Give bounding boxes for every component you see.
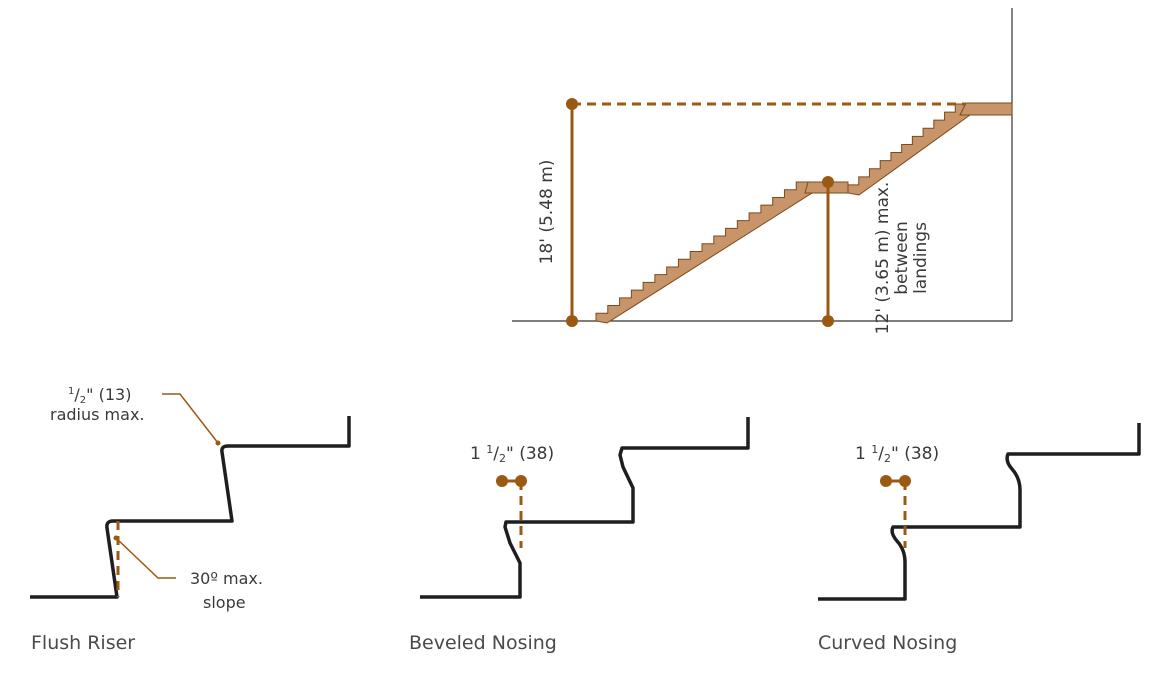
slope-leader-line: [115, 537, 176, 579]
top-landing: [959, 102, 1013, 116]
radius-fraction-slash: /: [74, 385, 80, 404]
curved-nosing-profile: [818, 423, 1141, 601]
beveled-nosing-detail: 1 1/2" (38) Beveled Nosing: [409, 417, 750, 654]
beveled-nosing-profile: [420, 417, 750, 599]
flush-riser-detail: 1/2" (13) radius max. 30º max. slope Flu…: [30, 385, 351, 654]
landing-height-label-line2: between: [892, 221, 912, 295]
landing-height-label-line3: landings: [911, 222, 931, 294]
beveled-dim-slash: /: [493, 444, 499, 464]
radius-leader-line: [162, 393, 219, 444]
slope-leader-dot: [113, 535, 119, 541]
flush-riser-profile: [30, 416, 351, 599]
total-height-bottom-dot: [566, 315, 578, 327]
curved-dim-dot-right: [899, 475, 911, 487]
beveled-dim-rest: " (38): [506, 444, 554, 464]
curved-dim-slash: /: [878, 444, 884, 464]
curved-dim-num: 1: [871, 443, 878, 456]
beveled-dim-label: 1 1/2" (38): [470, 443, 554, 465]
stair-elevation: 18' (5.48 m) 12' (3.65 m) max. between l…: [512, 8, 1013, 335]
curved-nosing-caption: Curved Nosing: [818, 632, 957, 654]
landing-height-bottom-dot: [822, 315, 834, 327]
curved-dim-whole: 1: [855, 444, 871, 464]
beveled-dim-den: 2: [499, 452, 506, 465]
beveled-dim-whole: 1: [470, 444, 486, 464]
beveled-nosing-caption: Beveled Nosing: [409, 632, 557, 654]
upper-flight: [847, 103, 971, 196]
slope-label-line2: slope: [203, 593, 246, 612]
curved-dim-dot-left: [880, 475, 892, 487]
beveled-dim-dot-right: [515, 475, 527, 487]
radius-label-line2: radius max.: [50, 405, 145, 424]
radius-fraction-numerator: 1: [68, 386, 74, 397]
curved-dim-label: 1 1/2" (38): [855, 443, 939, 465]
total-height-label: 18' (5.48 m): [537, 160, 557, 265]
total-height-top-dot: [566, 98, 578, 110]
curved-dim-den: 2: [884, 452, 891, 465]
lower-flight-steps: [595, 181, 813, 324]
radius-label-line1: 1/2" (13): [68, 385, 131, 406]
upper-flight-steps: [847, 103, 971, 196]
landing-height-label-line1: 12' (3.65 m) max.: [873, 182, 893, 335]
curved-dim-rest: " (38): [891, 444, 939, 464]
radius-fraction-denominator: 2: [80, 395, 86, 406]
beveled-dim-dot-left: [496, 475, 508, 487]
curved-nosing-detail: 1 1/2" (38) Curved Nosing: [818, 423, 1141, 654]
landing-height-top-dot: [822, 176, 834, 188]
beveled-dim-num: 1: [486, 443, 493, 456]
lower-flight: [595, 181, 813, 324]
radius-label-value: " (13): [86, 385, 131, 404]
radius-leader-dot: [215, 440, 221, 446]
flush-riser-caption: Flush Riser: [31, 632, 135, 654]
slope-label-line1: 30º max.: [190, 569, 263, 588]
